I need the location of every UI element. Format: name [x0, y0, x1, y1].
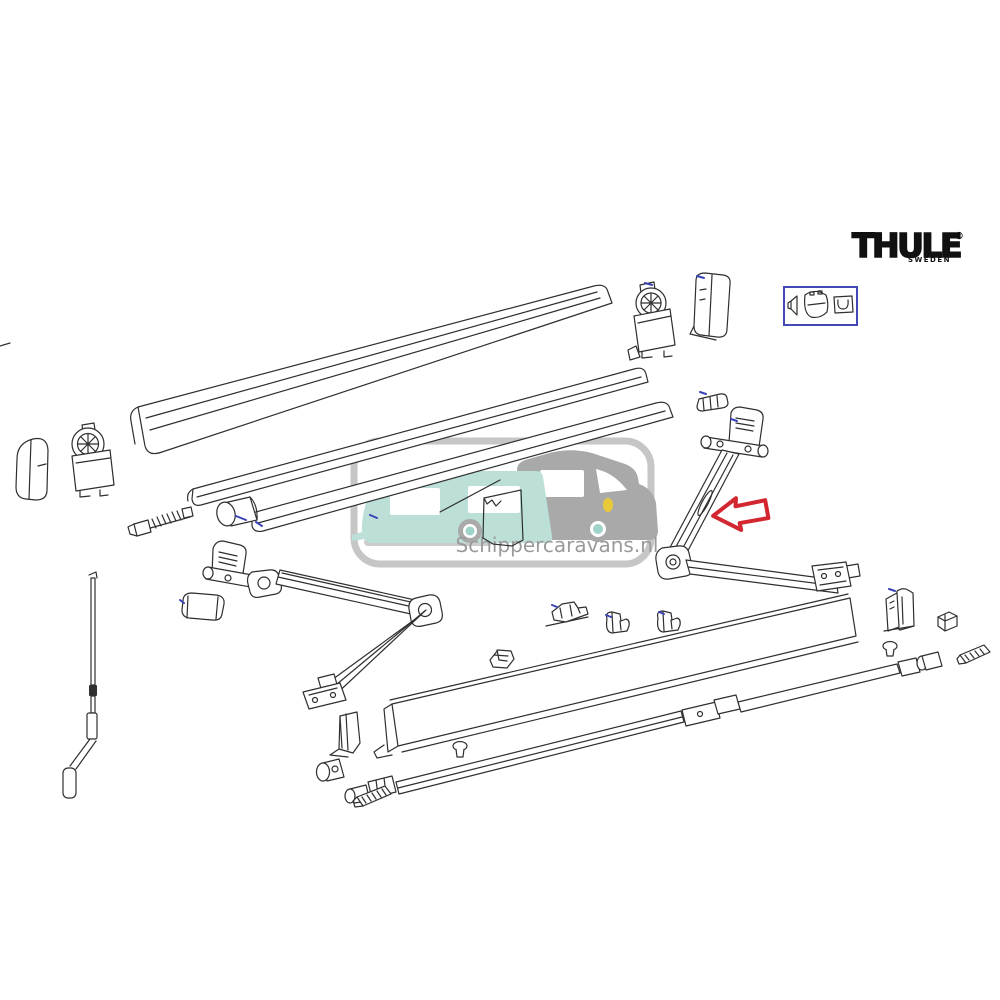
left-arm-foot-bracket	[302, 673, 347, 710]
thule-sweden-text: SWEDEN	[908, 256, 951, 264]
lead-rail-front-panel	[373, 593, 859, 759]
cassette-lid-profile	[130, 284, 613, 455]
selected-part-pin	[787, 295, 798, 316]
scan-artifact-dash	[0, 342, 11, 347]
arm-tension-spring-kit	[127, 506, 194, 537]
crank-handle	[62, 571, 98, 799]
wall-bracket-right	[883, 588, 915, 632]
roller-end-connector	[696, 393, 729, 412]
right-gear-unit	[627, 281, 676, 361]
right-arm-lower-section	[685, 559, 839, 594]
knob-screw-1	[452, 740, 468, 758]
caravan-drawbar	[352, 532, 365, 541]
caravan-window-2	[468, 486, 520, 513]
fabric-roller-tube	[216, 496, 258, 527]
knob-screw-2	[882, 640, 898, 657]
left-arm-shoulder-bracket	[202, 540, 283, 599]
selected-parts-box	[783, 286, 858, 326]
selected-part-cover	[804, 290, 829, 319]
right-arm-elbow-joint	[655, 545, 693, 580]
selected-part-clamp	[833, 295, 854, 314]
registered-mark: ®	[954, 231, 964, 242]
watermark-schippercaravans: Schippercaravans.nl	[350, 437, 659, 568]
awning-fabric-sheet	[251, 401, 674, 533]
caravan-window-1	[390, 488, 440, 515]
fabric-slider-assembly	[545, 601, 589, 627]
left-gear-unit	[71, 422, 115, 498]
cassette-back-profile	[186, 367, 649, 506]
mounting-clip-1	[605, 611, 630, 634]
left-end-cap	[15, 437, 49, 501]
watermark-motorhome-graphic	[517, 450, 658, 540]
lead-rail-end-cap	[181, 592, 225, 621]
ribbed-end-piece-2	[956, 644, 991, 665]
ribbed-end-piece-1	[352, 785, 392, 808]
watermark-wheels	[458, 516, 611, 543]
thule-logo: THULE ® SWEDEN	[851, 225, 964, 266]
blue-ink-annotations	[179, 275, 896, 618]
right-arm-shoulder-bracket	[700, 406, 769, 458]
right-arm-foot-bracket	[811, 561, 861, 592]
fabric-end-flap	[439, 479, 524, 547]
mounting-clip-2	[656, 610, 681, 633]
motorhome-headlight	[603, 498, 613, 512]
left-arm-upper-section	[275, 569, 425, 617]
clamp-block-right	[937, 611, 958, 632]
watermark-text: Schippercaravans.nl	[456, 533, 659, 557]
panel-end-bracket	[329, 711, 361, 758]
motorhome-windshield	[596, 469, 627, 493]
thule-logo-text: THULE	[852, 226, 961, 265]
right-end-cap-cover	[689, 272, 731, 341]
mounting-bracket-small	[489, 649, 515, 669]
red-highlight-arrow-icon	[711, 496, 771, 532]
motorhome-window	[540, 470, 584, 497]
tube-connector-small	[315, 758, 345, 782]
